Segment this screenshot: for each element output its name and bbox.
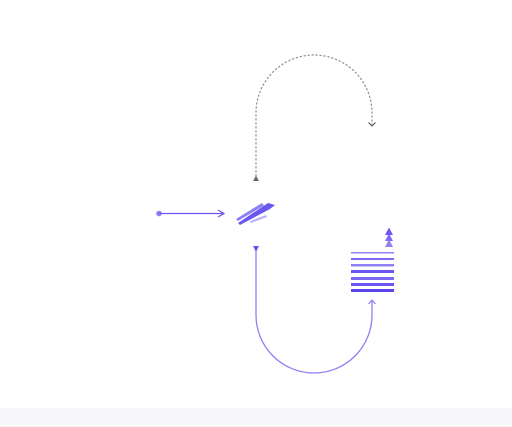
stack-line-6 [351, 283, 394, 286]
up-triangle-2 [385, 233, 393, 241]
speed-line-1 [236, 203, 264, 221]
input-arrowhead [217, 209, 226, 218]
stack-line-7 [351, 289, 394, 292]
stack-line-3 [351, 264, 394, 267]
speed-line-3 [250, 215, 267, 223]
speed-line-2 [238, 203, 275, 225]
up-triangle-1 [385, 227, 393, 235]
stacked-lines-icon [351, 252, 394, 292]
stack-line-5 [351, 277, 394, 280]
dotted-loop [253, 54, 376, 181]
speed-lines-icon [236, 203, 275, 225]
bottom-strip [0, 408, 512, 427]
stack-line-2 [351, 258, 394, 260]
triple-up-triangles-icon [385, 227, 393, 247]
arrow-right-icon [156, 209, 226, 218]
return-loop-path [255, 251, 373, 374]
chevron-down-icon [368, 122, 376, 127]
stack-line-4 [351, 270, 394, 273]
up-triangle-3 [385, 239, 393, 247]
return-loop [253, 246, 376, 374]
triangle-down-icon [253, 246, 259, 252]
stack-line-1 [351, 252, 394, 254]
triangle-up-icon [253, 175, 259, 181]
dotted-loop-path [255, 54, 373, 177]
arrow-up-icon [368, 299, 376, 305]
